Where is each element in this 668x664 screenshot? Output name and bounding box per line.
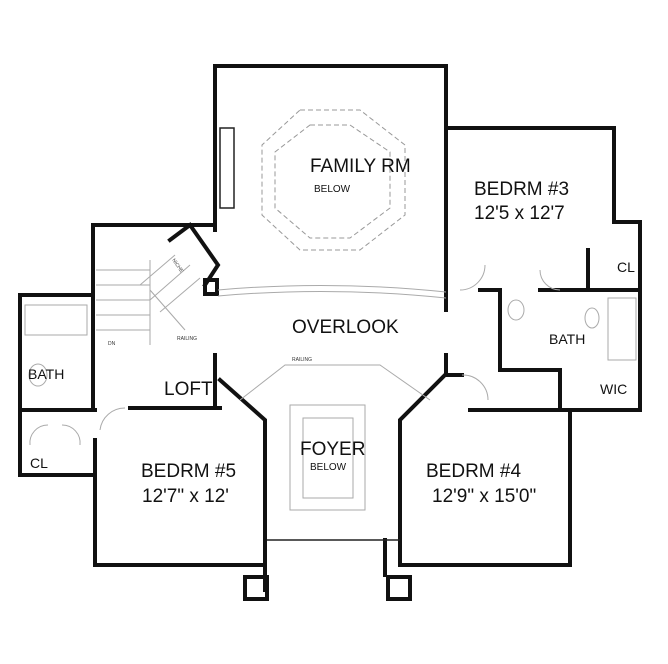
bedroom3-size: 12'5 x 12'7 (474, 203, 565, 224)
family-room-label: FAMILY RM (310, 156, 411, 177)
fixtures (24, 109, 637, 511)
family-room-note: BELOW (314, 184, 351, 195)
foyer-note: BELOW (310, 462, 347, 473)
down-label: DN (108, 341, 116, 347)
bedroom4-label: BEDRM #4 (426, 461, 521, 482)
overlook-label: OVERLOOK (292, 317, 399, 338)
stair-railing-label: RAILING (177, 336, 197, 342)
wic-label: WIC (600, 381, 627, 397)
labels: FAMILY RM BELOW BEDRM #3 12'5 x 12'7 CL … (28, 156, 635, 507)
bedroom4-size: 12'9" x 15'0" (432, 486, 536, 507)
bath-left-label: BATH (28, 366, 64, 382)
closet-left-label: CL (30, 455, 48, 471)
bedroom5-size: 12'7" x 12' (142, 486, 229, 507)
bedroom5-label: BEDRM #5 (141, 461, 236, 482)
bath-right-label: BATH (549, 331, 585, 347)
overlook-railing-label: RAILING (292, 357, 312, 363)
loft-label: LOFT (164, 379, 213, 400)
foyer-label: FOYER (300, 439, 365, 460)
bedroom3-label: BEDRM #3 (474, 179, 569, 200)
walls (18, 64, 642, 601)
closet-right-label: CL (617, 259, 635, 275)
